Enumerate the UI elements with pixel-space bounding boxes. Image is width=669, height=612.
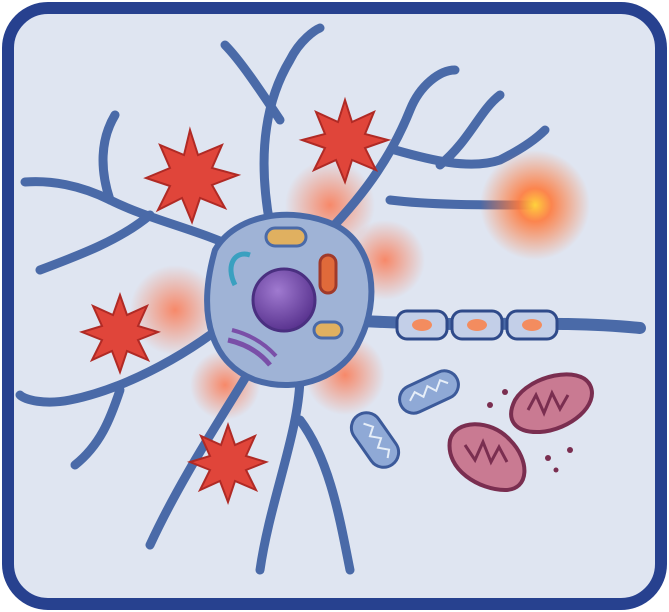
microglia-icon (78, 96, 392, 505)
dendrites (15, 23, 550, 575)
myelin-sheath-icon (395, 309, 559, 341)
organelles (227, 226, 344, 367)
nucleus-icon (251, 267, 317, 333)
mitochondria-icon (349, 369, 460, 469)
inflammation-glow-icon (480, 150, 590, 260)
damaged-mitochondria (447, 372, 594, 493)
